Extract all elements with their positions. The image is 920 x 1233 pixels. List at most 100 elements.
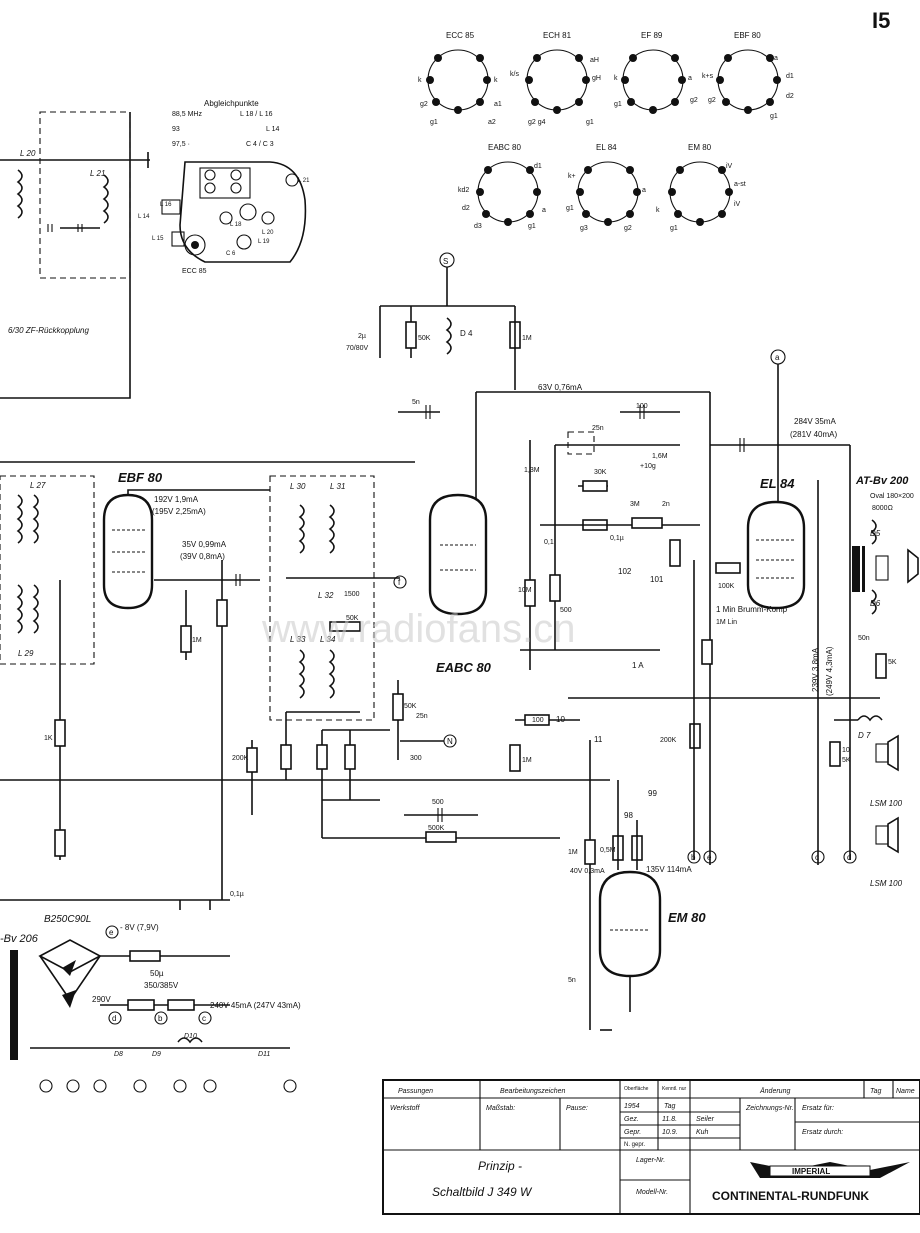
voltage-label: 135V 114mA <box>646 865 692 874</box>
switch-label: 102 <box>618 567 632 576</box>
pin-label: gH <box>592 75 601 82</box>
tb-gez-date: 11.8. <box>662 1116 677 1123</box>
connector-label: e <box>707 853 712 862</box>
pin-label: a1 <box>494 101 502 108</box>
socket-em80-label: EM 80 <box>688 143 712 152</box>
tb-header: Passungen <box>398 1088 433 1095</box>
socket-ebf80: EBF 80 <box>716 31 781 114</box>
alignment-points: L 14 <box>266 126 279 133</box>
tb-pause: Pause: <box>566 1105 588 1112</box>
component-value: 5K <box>888 659 897 666</box>
tb-massstab: Maßstab: <box>486 1105 515 1112</box>
speaker-label: LSM 100 <box>870 799 903 808</box>
tube-label-em80: EM 80 <box>668 910 706 925</box>
component-value: 5n <box>412 399 420 406</box>
component-value: 1K <box>44 735 53 742</box>
component-value: 1M <box>192 637 202 644</box>
speakers: D 7 LSM 100 LSM 100 <box>858 731 903 888</box>
coil-layout-sketch: L 16 L 21 L 14 L 18 L 20 L 15 L 19 C 6 E… <box>138 161 310 275</box>
speaker-label: LSM 100 <box>870 879 903 888</box>
coil-label: L 29 <box>18 649 34 658</box>
pin-label: kd2 <box>458 187 469 194</box>
tb-title2: Schaltbild J 349 W <box>432 1185 533 1199</box>
component-value: 5n <box>568 977 576 984</box>
layout-label: ECC 85 <box>182 268 207 275</box>
coil-label: D6 <box>870 599 881 608</box>
tb-header: Tag <box>870 1088 882 1095</box>
tb-title1: Prinzip - <box>478 1159 522 1173</box>
switch-label: 98 <box>624 811 633 820</box>
tb-ersatz-fuer: Ersatz für: <box>802 1105 834 1112</box>
if-filter-box: L 20 L 21 6/30 ZF-Rückkopplung <box>0 111 150 399</box>
component-value: 5K <box>842 757 851 764</box>
coil-label: L 21 <box>90 169 105 178</box>
tb-tag: Tag <box>664 1103 676 1110</box>
coil-label: L 34 <box>320 635 336 644</box>
page-number: I5 <box>872 8 890 33</box>
component-value: 0,1µ <box>610 535 624 542</box>
voltage-label: 63V 0,76mA <box>538 383 583 392</box>
connector-label: b <box>158 1014 163 1023</box>
component-value: 10M <box>518 587 532 594</box>
tb-gepr-name: Kuh <box>696 1129 709 1136</box>
alignment-freq: 88,5 MHz <box>172 111 202 118</box>
connector-label: f <box>398 578 401 587</box>
socket-el84-label: EL 84 <box>596 143 617 152</box>
pin-label: a <box>642 187 646 194</box>
tube-label-ebf80: EBF 80 <box>118 470 163 485</box>
socket-ef89-label: EF 89 <box>641 31 663 40</box>
connector-label: a <box>775 353 780 362</box>
voltage-label: 40V 0,3mA <box>570 868 605 875</box>
socket-ecc85-label: ECC 85 <box>446 31 475 40</box>
layout-label: L 21 <box>298 178 310 184</box>
socket-ef89: EF 89 <box>621 31 686 114</box>
component-value: 1,6M <box>652 453 668 460</box>
connectors: S a b e c d f N e d b c <box>109 257 857 1023</box>
component-value: 50n <box>858 635 870 642</box>
watermark: www.radiofans.cn <box>261 607 575 651</box>
voltage-label: 239V 3,8mA <box>811 647 820 692</box>
tb-header: Änderung <box>759 1087 790 1095</box>
component-value: 100 <box>532 717 544 724</box>
component-value: 30K <box>594 469 607 476</box>
el84-stage: 284V 35mA (281V 40mA) EL 84 239V 3,8mA (… <box>568 349 887 865</box>
voltage-label: 350/385V <box>144 981 179 990</box>
voltage-label: (281V 40mA) <box>790 430 837 439</box>
pin-label: a <box>688 75 692 82</box>
component-value: 1M <box>522 757 532 764</box>
layout-label: L 19 <box>258 239 270 245</box>
socket-eabc80-label: EABC 80 <box>488 143 521 152</box>
alignment-title: Abgleichpunkte <box>204 99 259 108</box>
pin-label: g3 <box>580 225 588 232</box>
voltage-label: 50µ <box>150 969 164 978</box>
alignment-freq: 97,5 · <box>172 141 190 148</box>
coil-label: L 27 <box>30 481 46 490</box>
connector-label: N <box>447 737 453 746</box>
component-value: +10g <box>640 463 656 470</box>
pin-label: d2 <box>786 93 794 100</box>
component-value: 1M <box>522 335 532 342</box>
coil-label: D5 <box>870 529 881 538</box>
component-value: 1,3M <box>524 467 540 474</box>
component-value: 0,5M <box>600 847 616 854</box>
voltage-label: 290V <box>92 995 111 1004</box>
tb-year: 1954 <box>624 1103 640 1110</box>
tb-header: Kenntl. nur <box>662 1086 687 1092</box>
component-value: 1M Lin <box>716 619 737 626</box>
tb-header: Oberfläche <box>624 1086 649 1092</box>
pin-label: d3 <box>474 223 482 230</box>
choke-label: D8 <box>114 1051 123 1058</box>
layout-label: L 14 <box>138 214 150 220</box>
pin-label: k <box>494 77 498 84</box>
if-transformer-box: L 30 L 31 L 32 L 33 L 34 <box>269 475 407 780</box>
voltage-label: 192V 1,9mA <box>154 495 199 504</box>
voltage-label: - 8V (7,9V) <box>120 923 159 932</box>
pin-label: a <box>542 207 546 214</box>
pin-label: g2 g4 <box>528 119 546 126</box>
tb-company: CONTINENTAL-RUNDFUNK <box>712 1189 869 1203</box>
pin-label: g2 <box>690 97 698 104</box>
power-supply: B250C90L -Bv 206 - 8V (7,9V) 50µ 350/385… <box>0 914 301 1093</box>
coil-label: L 32 <box>318 591 334 600</box>
pin-label: g2 <box>624 225 632 232</box>
pin-label: iV <box>734 201 741 208</box>
